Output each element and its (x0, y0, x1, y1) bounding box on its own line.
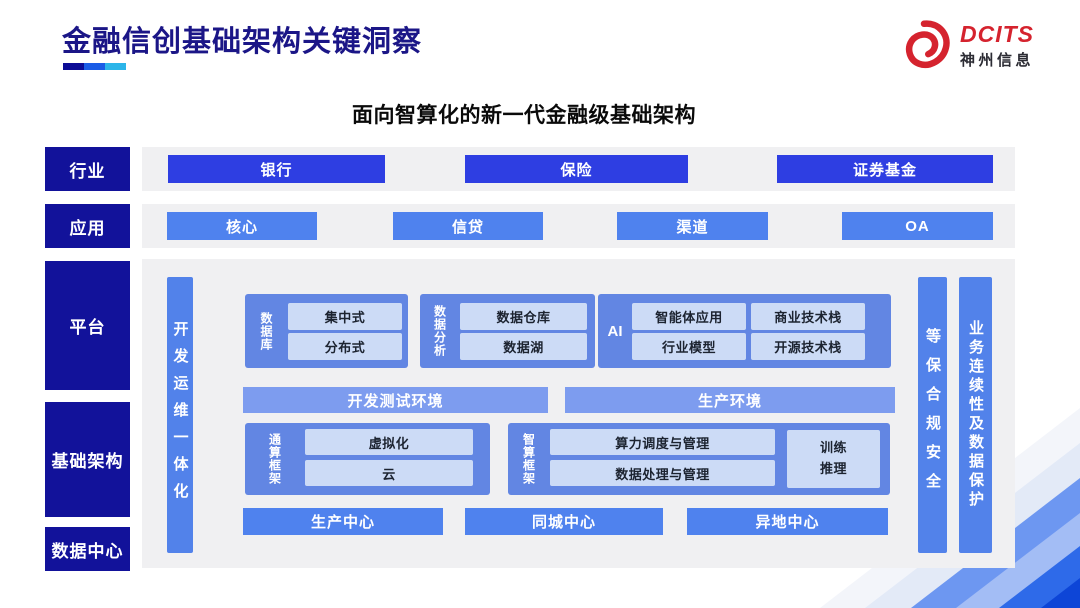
row-label-datacenter: 数据中心 (45, 527, 130, 571)
page-title: 金融信创基础架构关键洞察 (62, 26, 423, 58)
analytics-block-label: 数据分析 (432, 305, 447, 357)
compute-item-virtualization: 虚拟化 (305, 429, 473, 455)
production-env-bar: 生产环境 (565, 387, 895, 413)
intelligent-compute-block: 智算框架 算力调度与管理 数据处理与管理 训练推理 (508, 423, 890, 495)
title-underline (63, 63, 126, 70)
datacenter-same-city: 同城中心 (465, 508, 663, 535)
underline-segment (84, 63, 105, 70)
datacenter-remote: 异地中心 (687, 508, 888, 535)
continuity-vertical-bar: 业务连续性及数据保护 (959, 277, 992, 553)
ai-item-opensource-stack: 开源技术栈 (751, 333, 865, 360)
compute-item-train-inference: 训练推理 (787, 430, 880, 488)
datacenter-production: 生产中心 (243, 508, 443, 535)
devops-vertical-bar: 开发运维一体化 (167, 277, 193, 553)
analytics-item-lake: 数据湖 (460, 333, 587, 360)
logo-brand-text: DCITS (960, 20, 1034, 47)
underline-segment (105, 63, 126, 70)
ai-block-label: AI (607, 322, 623, 340)
general-compute-block: 通算框架 虚拟化 云 (245, 423, 490, 495)
diagram-subtitle: 面向智算化的新一代金融级基础架构 (352, 104, 696, 127)
ai-item-agent-app: 智能体应用 (632, 303, 746, 330)
compute-item-cloud: 云 (305, 460, 473, 486)
dev-test-env-bar: 开发测试环境 (243, 387, 548, 413)
compute-item-scheduling: 算力调度与管理 (550, 429, 775, 455)
row-label-infrastructure: 基础架构 (45, 402, 130, 517)
intelligent-compute-label: 智算框架 (521, 433, 536, 485)
industry-item-insurance: 保险 (465, 155, 688, 183)
ai-item-industry-model: 行业模型 (632, 333, 746, 360)
dcits-swirl-icon (905, 20, 950, 68)
database-item-centralized: 集中式 (288, 303, 402, 330)
database-item-distributed: 分布式 (288, 333, 402, 360)
security-vertical-bar: 等保合规安全 (918, 277, 947, 553)
analytics-item-warehouse: 数据仓库 (460, 303, 587, 330)
row-label-application: 应用 (45, 204, 130, 248)
ai-block: AI 智能体应用 商业技术栈 行业模型 开源技术栈 (598, 294, 891, 368)
application-item-channel: 渠道 (617, 212, 768, 240)
database-block: 数据库 集中式 分布式 (245, 294, 408, 368)
underline-segment (63, 63, 84, 70)
analytics-block: 数据分析 数据仓库 数据湖 (420, 294, 595, 368)
general-compute-label: 通算框架 (267, 433, 282, 485)
brand-logo: DCITS 神州信息 (898, 20, 1034, 72)
row-label-platform: 平台 (45, 261, 130, 390)
industry-item-securities: 证券基金 (777, 155, 993, 183)
database-block-label: 数据库 (259, 311, 273, 351)
compute-item-data-processing: 数据处理与管理 (550, 460, 775, 486)
row-label-industry: 行业 (45, 147, 130, 191)
application-item-credit: 信贷 (393, 212, 543, 240)
ai-item-commercial-stack: 商业技术栈 (751, 303, 865, 330)
industry-item-bank: 银行 (168, 155, 385, 183)
application-item-oa: OA (842, 212, 993, 240)
logo-company-text: 神州信息 (960, 51, 1035, 69)
application-item-core: 核心 (167, 212, 317, 240)
